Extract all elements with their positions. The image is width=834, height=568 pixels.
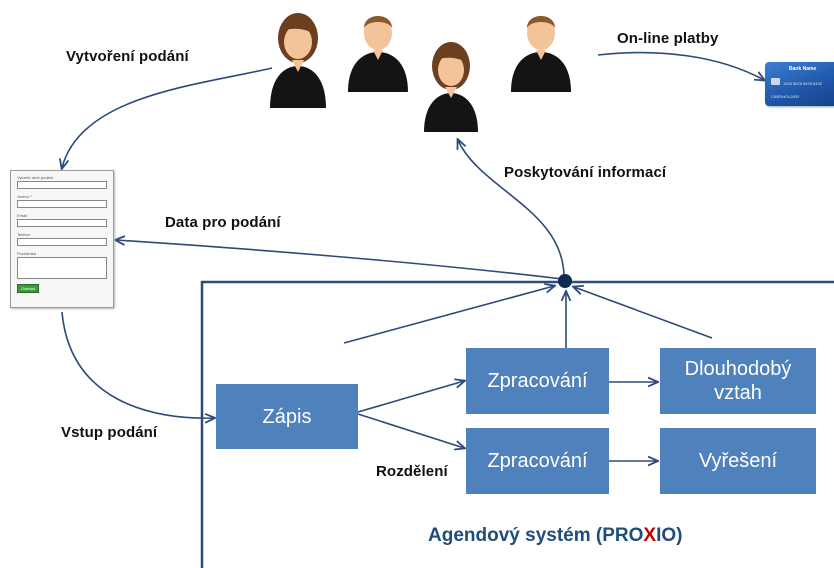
form-label: Vyberte druh podání [17,175,54,180]
arrow-data [116,240,563,280]
arrow-vytvoreni [62,67,273,168]
system-title-pro: PRO [602,525,644,546]
label-poskytovani-informaci: Poskytování informací [504,164,667,181]
box-vyreseni[interactable]: Vyřešení [660,428,816,494]
label-vytvoreni-podani: Vytvoření podání [66,48,189,65]
form-label: Email [17,213,28,218]
arrow-poskytovani [458,140,565,281]
system-title-x: X [643,525,657,546]
system-title-prefix: Agendový systém ( [428,525,603,546]
box-zapis-label: Zápis [262,405,312,428]
system-title: Agendový systém (PROXIO) [428,525,683,547]
arrow-zapis-top [357,381,464,413]
label-data-pro-podani: Data pro podání [165,214,281,231]
form-input [17,238,107,246]
arrow-vstup [61,311,214,418]
person-male-icon [511,16,571,92]
box-dlouhodoby-label-line1: Dlouhodobý [684,358,792,380]
card-bank-name: Bank Name [789,66,817,72]
card-chip [771,78,780,85]
box-zpracovani-top[interactable]: Zpracování [466,348,609,414]
form-label: Telefon [17,232,30,237]
form-input [17,219,107,227]
arrow-conv-left [343,286,554,344]
label-vstup-podani: Vstup podání [61,424,158,441]
person-female-icon [270,13,326,108]
box-zpracovani-top-label: Zpracování [487,370,588,392]
arrow-zapis-bottom [357,413,464,448]
box-zpracovani-bottom-label: Zpracování [487,450,588,472]
hub-node [558,274,572,288]
label-rozdeleni: Rozdělení [376,463,448,480]
system-frame [200,280,834,568]
system-title-io: IO [656,525,677,546]
system-title-suffix: ) [676,525,683,546]
arrow-online [597,51,764,80]
arrow-conv-right [574,287,713,339]
form-textarea [17,257,107,279]
form-label: Poznámka [17,251,36,256]
box-vyreseni-label: Vyřešení [698,450,778,472]
box-zpracovani-bottom[interactable]: Zpracování [466,428,609,494]
person-female-icon [424,42,478,132]
box-zapis[interactable]: Zápis [216,384,358,449]
form-label: Jméno * [17,194,32,199]
bank-card-icon: Bank Name 1234 5678 9876 5432 CARDHOLDER [765,62,834,106]
box-dlouhodoby-label-line2: vztah [714,382,762,404]
card-holder: CARDHOLDER [771,94,800,99]
label-online-platby: On-line platby [617,30,719,47]
box-dlouhodoby-vztah[interactable]: Dlouhodobý vztah [660,348,816,414]
person-male-icon [348,16,408,92]
web-form-icon: Vyberte druh podání Jméno * Email Telefo… [10,170,114,308]
form-select [17,181,107,189]
card-number: 1234 5678 9876 5432 [783,81,822,86]
form-submit-button: Odeslat [17,284,39,293]
form-input [17,200,107,208]
